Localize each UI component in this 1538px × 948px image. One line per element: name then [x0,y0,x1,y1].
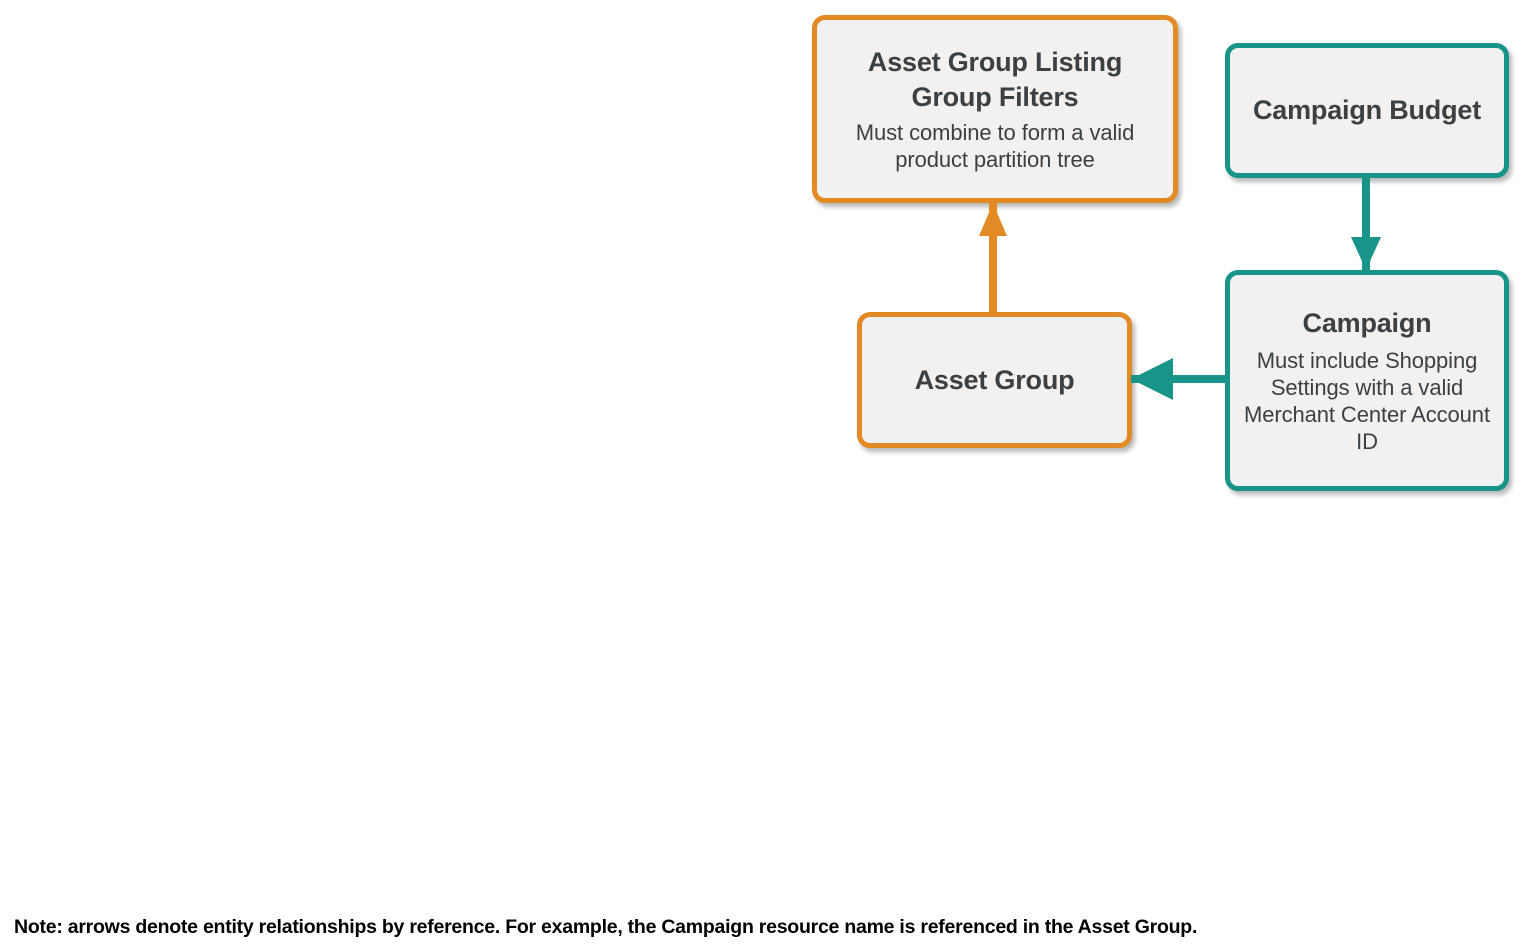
arrow-up-icon-asset-group-to-listing-group-filters [989,203,997,313]
node-title: Asset Group Listing Group Filters [867,47,1123,112]
node-title: Campaign Budget [1252,95,1481,125]
node-title: Campaign [1302,308,1432,338]
node-campaign-budget[interactable]: Campaign Budget [1225,43,1509,178]
arrow-left-icon-campaign-to-asset-group [1131,375,1226,383]
node-asset-group[interactable]: Asset Group [857,312,1132,448]
node-description: Must include Shopping Settings with a va… [1244,348,1490,454]
node-description: Must combine to form a valid product par… [855,120,1135,172]
node-campaign[interactable]: Campaign Must include Shopping Settings … [1225,270,1509,491]
diagram-note: Note: arrows denote entity relationships… [14,916,1198,938]
node-title: Asset Group [914,364,1075,395]
node-asset-group-listing-group-filters[interactable]: Asset Group Listing Group Filters Must c… [812,15,1178,203]
arrow-down-icon-campaign-budget-to-campaign [1362,177,1370,270]
